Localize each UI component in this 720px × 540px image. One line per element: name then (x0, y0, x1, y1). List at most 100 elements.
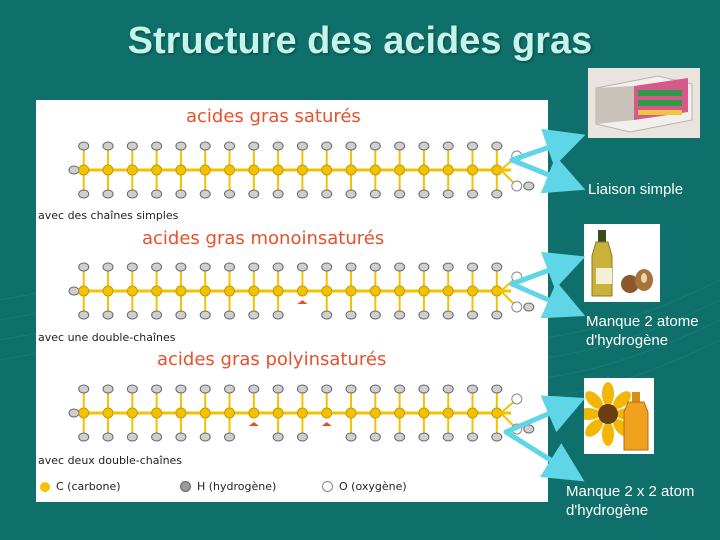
hydrogen-atom (175, 384, 187, 394)
hydrogen-atom (394, 310, 406, 320)
hydrogen-atom (224, 310, 236, 320)
carbon-atom (224, 285, 236, 297)
hydrogen-atom (442, 141, 454, 151)
hydrogen-atom (491, 432, 503, 442)
olive-oil-image (584, 224, 660, 302)
double-bond-marker (321, 422, 332, 426)
hydrogen-atom (272, 384, 284, 394)
caption-monounsaturated: avec une double-chaînes (38, 331, 176, 344)
callout-single-bond: Liaison simple (588, 180, 683, 199)
hydrogen-atom (418, 384, 430, 394)
carbon-atom (248, 285, 260, 297)
hydrogen-atom (175, 310, 187, 320)
carbon-atom (175, 164, 187, 176)
hydrogen-atom (418, 189, 430, 199)
heading-monounsaturated: acides gras monoinsaturés (142, 228, 385, 249)
hydrogen-atom (151, 432, 163, 442)
carbon-atom (126, 285, 138, 297)
carbon-atom (296, 164, 308, 176)
hydrogen-atom (102, 384, 114, 394)
hydrogen-atom (418, 262, 430, 272)
carbon-atom (345, 407, 357, 419)
hydrogen-atom (523, 181, 535, 191)
legend-hydrogen: H (hydrogène) (180, 480, 276, 493)
carbon-atom (369, 407, 381, 419)
hydrogen-atom (102, 432, 114, 442)
hydrogen-atom (418, 432, 430, 442)
hydrogen-atom (418, 141, 430, 151)
hydrogen-atom (394, 189, 406, 199)
legend-oxygen: O (oxygène) (322, 480, 407, 493)
sunflower-oil-image (584, 378, 654, 454)
hydrogen-atom (102, 262, 114, 272)
callout-missing-4h-line1: Manque 2 x 2 atom (566, 483, 695, 500)
carbon-atom (102, 407, 114, 419)
hydrogen-atom (345, 384, 357, 394)
hydrogen-atom (175, 262, 187, 272)
hydrogen-atom (523, 424, 535, 434)
carbon-dot-icon (40, 481, 50, 492)
hydrogen-atom (394, 432, 406, 442)
hydrogen-atom (102, 310, 114, 320)
carbon-atom (151, 164, 163, 176)
hydrogen-atom (199, 432, 211, 442)
carbon-atom (418, 164, 430, 176)
hydrogen-atom (467, 384, 479, 394)
hydrogen-atom (126, 432, 138, 442)
carbon-atom (442, 285, 454, 297)
hydrogen-atom (151, 141, 163, 151)
carbon-atom (442, 164, 454, 176)
hydrogen-atom (102, 141, 114, 151)
carbon-atom (272, 164, 284, 176)
carbon-atom (369, 164, 381, 176)
hydrogen-atom (151, 384, 163, 394)
hydrogen-atom (467, 310, 479, 320)
caption-polyunsaturated: avec deux double-chaînes (38, 454, 183, 467)
molecule-chains (68, 141, 535, 442)
callout-single-bond-line1: Liaison simple (588, 181, 684, 198)
hydrogen-atom (102, 189, 114, 199)
hydrogen-atom (394, 262, 406, 272)
caption-saturated: avec des chaînes simples (38, 209, 179, 222)
hydrogen-atom (369, 189, 381, 199)
hydrogen-atom (467, 432, 479, 442)
heading-saturated: acides gras saturés (186, 106, 361, 127)
oxygen-atom (511, 180, 523, 192)
hydrogen-atom (467, 262, 479, 272)
hydrogen-atom (442, 384, 454, 394)
hydrogen-atom (491, 384, 503, 394)
hydrogen-atom (369, 262, 381, 272)
carbon-atom (248, 407, 260, 419)
bond (500, 412, 516, 428)
bond (500, 278, 516, 292)
carbon-atom (126, 164, 138, 176)
legend-carbon: C (carbone) (40, 480, 121, 493)
double-bond-marker (248, 422, 259, 426)
hydrogen-atom (272, 189, 284, 199)
fatty-acid-diagram: acides gras saturés avec des chaînes sim… (36, 100, 548, 502)
hydrogen-atom (369, 432, 381, 442)
hydrogen-atom (418, 310, 430, 320)
hydrogen-atom (224, 432, 236, 442)
hydrogen-atom (321, 384, 333, 394)
carbon-atom (175, 407, 187, 419)
carbon-atom (151, 285, 163, 297)
hydrogen-atom (442, 310, 454, 320)
double-bond-marker (297, 300, 308, 304)
hydrogen-atom (345, 141, 357, 151)
hydrogen-atom (224, 189, 236, 199)
hydrogen-atom (321, 262, 333, 272)
carbon-atom (102, 285, 114, 297)
hydrogen-atom (78, 141, 90, 151)
hydrogen-atom (78, 432, 90, 442)
carbon-atom (199, 407, 211, 419)
hydrogen-atom (321, 141, 333, 151)
hydrogen-atom (345, 189, 357, 199)
oxygen-atom (511, 393, 523, 405)
hydrogen-atom (394, 384, 406, 394)
hydrogen-atom (491, 189, 503, 199)
carbon-atom (272, 285, 284, 297)
hydrogen-atom (126, 384, 138, 394)
carbon-atom (126, 407, 138, 419)
hydrogen-atom (272, 432, 284, 442)
